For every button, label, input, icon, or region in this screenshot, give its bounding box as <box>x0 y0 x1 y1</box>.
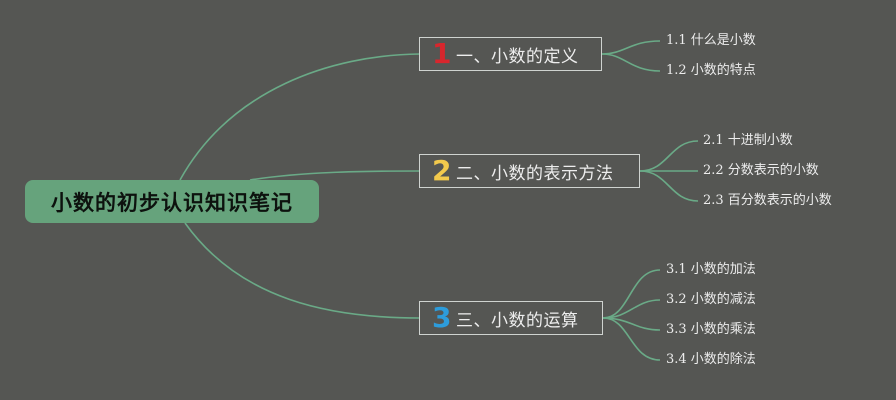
connector-branch-3-leaf-2 <box>602 299 661 319</box>
branch-label-2: 二、小数的表示方法 <box>455 163 614 184</box>
connector-root-branch-1 <box>179 53 421 181</box>
connector-root-branch-2 <box>249 170 421 181</box>
leaf-topic[interactable]: 3.4 小数的除法 <box>666 352 756 367</box>
leaf-topic[interactable]: 2.2 分数表示的小数 <box>703 163 819 178</box>
leaf-topic[interactable]: 1.2 小数的特点 <box>666 63 756 78</box>
branch-number-1: 1 <box>432 37 452 70</box>
connector-branch-2-leaf-3 <box>639 170 699 202</box>
branch-topic-2[interactable]: 2 二、小数的表示方法 <box>419 154 640 188</box>
branch-topic-3[interactable]: 3 三、小数的运算 <box>419 301 603 335</box>
leaf-topic[interactable]: 2.3 百分数表示的小数 <box>703 193 832 208</box>
connector-branch-1-leaf-1 <box>601 40 661 55</box>
connector-root-branch-3 <box>184 222 421 319</box>
root-topic[interactable]: 小数的初步认识知识笔记 <box>25 180 319 223</box>
branch-topic-1[interactable]: 1 一、小数的定义 <box>419 37 602 71</box>
leaf-topic[interactable]: 3.1 小数的加法 <box>666 262 756 277</box>
connector-branch-1-leaf-2 <box>601 53 661 72</box>
branch-number-2: 2 <box>432 154 452 187</box>
connector-branch-3-leaf-1 <box>602 269 661 319</box>
connector-branch-3-leaf-4 <box>602 317 661 361</box>
leaf-topic[interactable]: 3.2 小数的减法 <box>666 292 756 307</box>
leaf-topic[interactable]: 2.1 十进制小数 <box>703 133 793 148</box>
connector-branch-2-leaf-1 <box>639 140 699 172</box>
branch-label-1: 一、小数的定义 <box>455 46 579 67</box>
branch-label-3: 三、小数的运算 <box>455 310 579 331</box>
leaf-topic[interactable]: 3.3 小数的乘法 <box>666 322 756 337</box>
root-topic-label: 小数的初步认识知识笔记 <box>51 190 293 215</box>
branch-number-3: 3 <box>432 301 452 334</box>
leaf-topic[interactable]: 1.1 什么是小数 <box>666 33 756 48</box>
